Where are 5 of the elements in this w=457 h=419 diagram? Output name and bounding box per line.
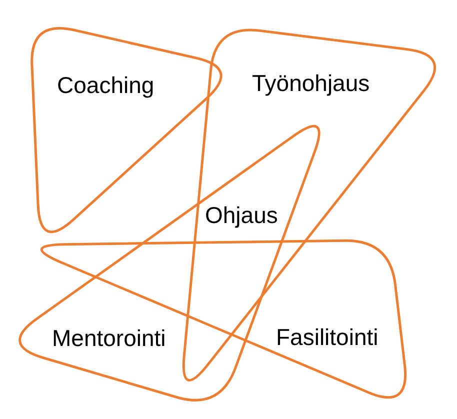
center-label: Ohjaus — [205, 202, 278, 229]
shape-label: Työnohjaus — [252, 70, 370, 97]
shape-label: Mentorointi — [52, 325, 166, 352]
shape-label: Fasilitointi — [276, 324, 378, 351]
shape-label: Coaching — [57, 72, 154, 99]
